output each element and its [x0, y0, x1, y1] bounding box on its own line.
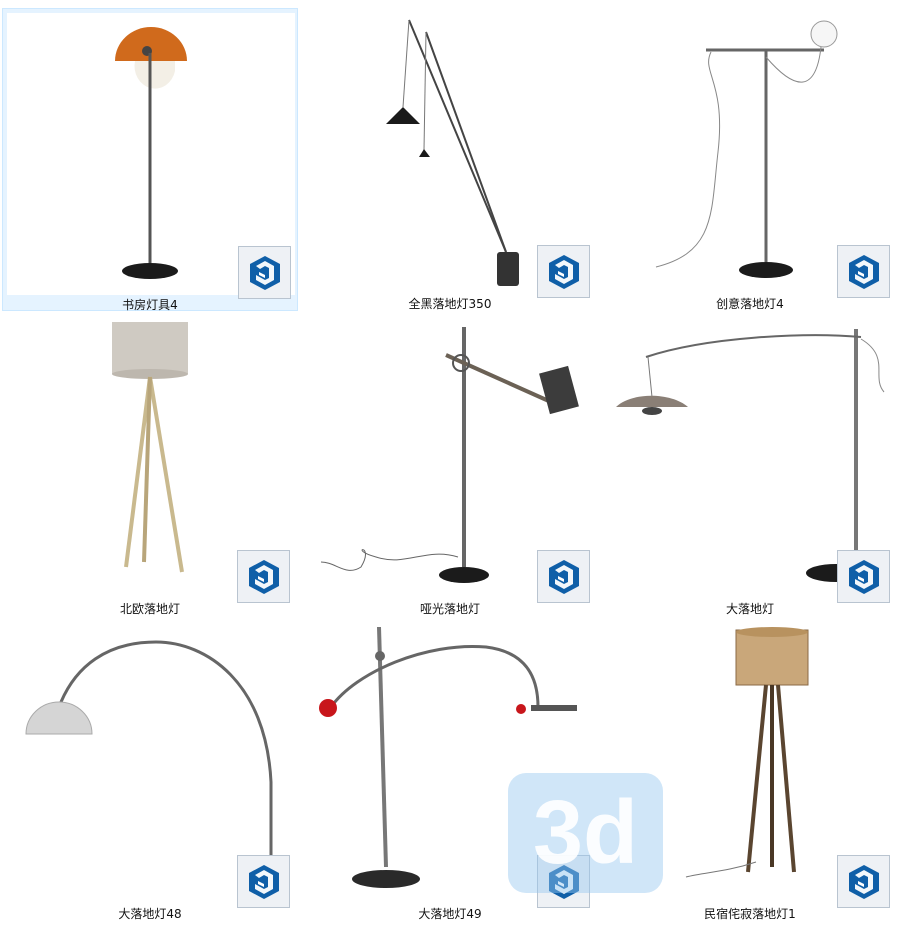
file-tile[interactable]: 大落地灯48 [2, 618, 298, 921]
file-name[interactable]: 大落地灯48 [118, 907, 182, 921]
sketchup-icon [837, 855, 890, 908]
lamp-image [685, 627, 809, 878]
file-tile[interactable]: 创意落地灯4 [602, 8, 898, 311]
thumbnail [7, 13, 295, 295]
sketchup-icon [537, 855, 590, 908]
file-name[interactable]: 大落地灯 [725, 602, 774, 616]
sketchup-icon [537, 550, 590, 603]
file-tile[interactable]: 全黑落地灯350 [302, 8, 598, 311]
sketchup-icon [537, 245, 590, 298]
sketchup-icon [238, 246, 291, 299]
file-tile[interactable]: 北欧落地灯 [2, 313, 298, 616]
file-name[interactable]: 民宿侘寂落地灯1 [704, 907, 796, 921]
file-name[interactable]: 全黑落地灯350 [408, 297, 492, 311]
sketchup-icon [237, 855, 290, 908]
thumbnail [306, 622, 594, 904]
file-name[interactable]: 大落地灯49 [418, 907, 482, 921]
lamp-image [655, 20, 838, 278]
file-name[interactable]: 创意落地灯4 [716, 297, 784, 311]
sketchup-icon [837, 245, 890, 298]
file-tile[interactable]: 民宿侘寂落地灯1 [602, 618, 898, 921]
file-tile[interactable]: 哑光落地灯 [302, 313, 598, 616]
lamp-image [320, 327, 579, 583]
file-name[interactable]: 哑光落地灯 [419, 602, 480, 616]
thumbnail [606, 622, 894, 904]
sketchup-icon [837, 550, 890, 603]
lamp-image [25, 640, 273, 882]
file-name[interactable]: 北欧落地灯 [119, 602, 180, 616]
lamp-image [319, 626, 577, 888]
lamp-image [386, 19, 519, 286]
file-tile[interactable]: 大落地灯49 [302, 618, 598, 921]
sketchup-icon [237, 550, 290, 603]
lamp-image [115, 27, 187, 279]
file-name[interactable]: 书房灯具4 [122, 298, 178, 312]
lamp-image [112, 322, 188, 573]
file-tile[interactable]: 大落地灯 [602, 313, 898, 616]
file-tile[interactable]: 书房灯具4 [2, 8, 298, 312]
